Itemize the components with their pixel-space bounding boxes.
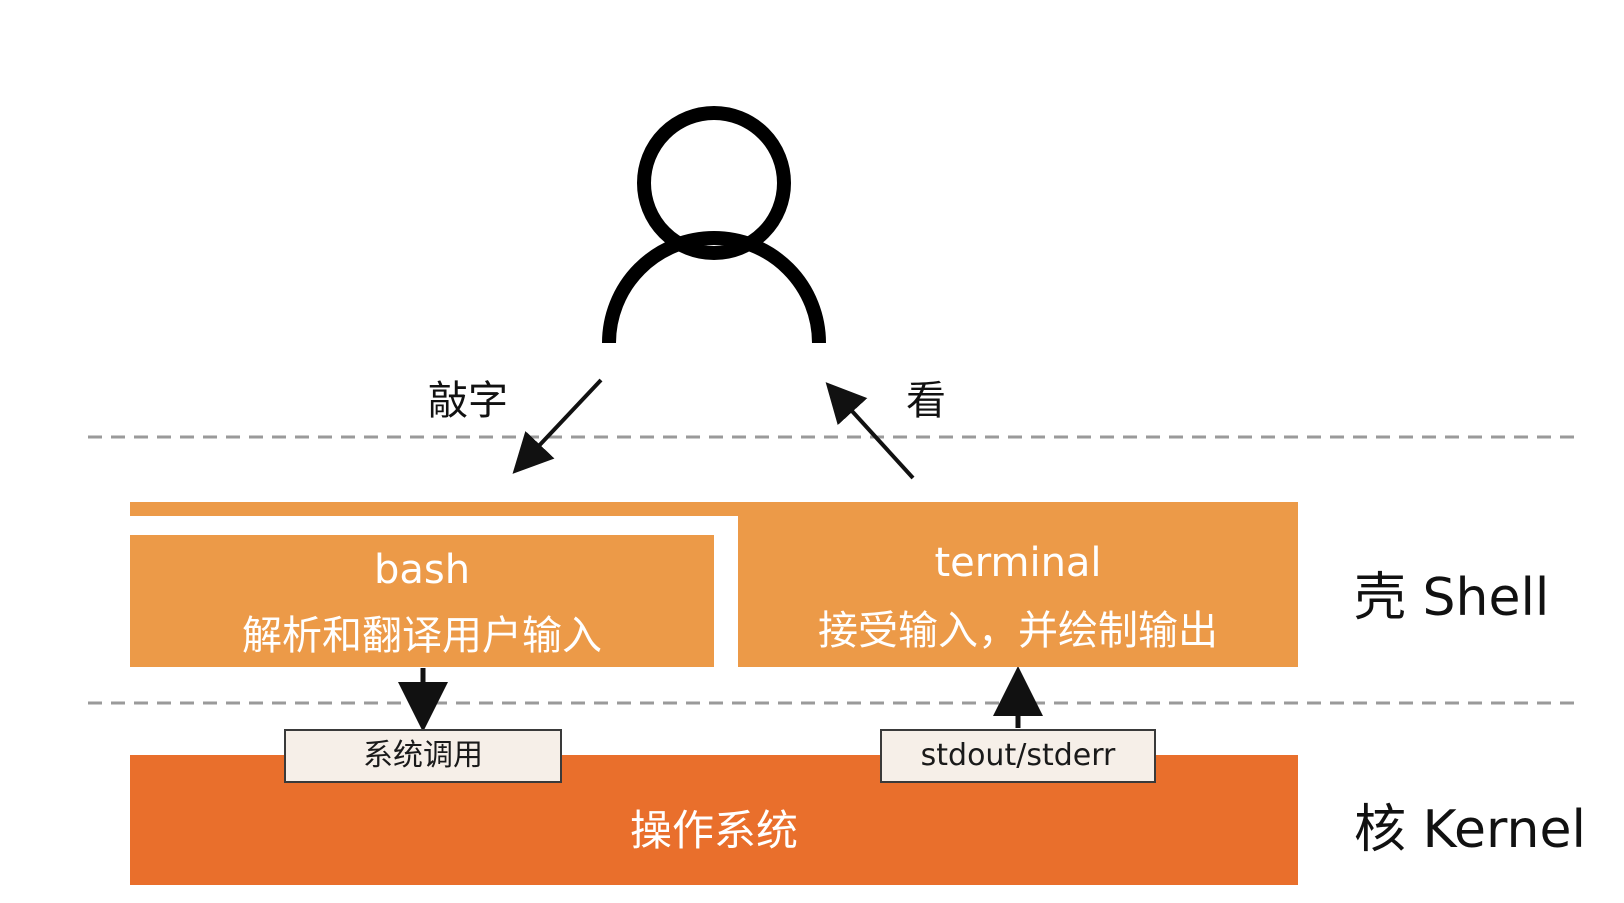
stdio-tag: stdout/stderr bbox=[880, 729, 1156, 783]
type-label: 敲字 bbox=[428, 378, 508, 424]
person-icon bbox=[602, 106, 826, 344]
kernel-label: 核 Kernel bbox=[1354, 800, 1586, 860]
arrow-type-down bbox=[512, 378, 603, 474]
view-label: 看 bbox=[906, 378, 946, 424]
bash-desc: 解析和翻译用户输入 bbox=[242, 613, 602, 659]
bash-box: bash 解析和翻译用户输入 bbox=[130, 535, 714, 667]
terminal-title: terminal bbox=[934, 540, 1102, 586]
bash-title: bash bbox=[373, 547, 471, 593]
kernel-box-text: 操作系统 bbox=[629, 806, 798, 855]
shell-label: 壳 Shell bbox=[1354, 568, 1550, 628]
syscall-tag: 系统调用 bbox=[284, 729, 562, 783]
terminal-box: terminal 接受输入，并绘制输出 bbox=[738, 502, 1298, 667]
arrow-view-up bbox=[825, 382, 915, 480]
terminal-desc: 接受输入，并绘制输出 bbox=[818, 608, 1218, 654]
